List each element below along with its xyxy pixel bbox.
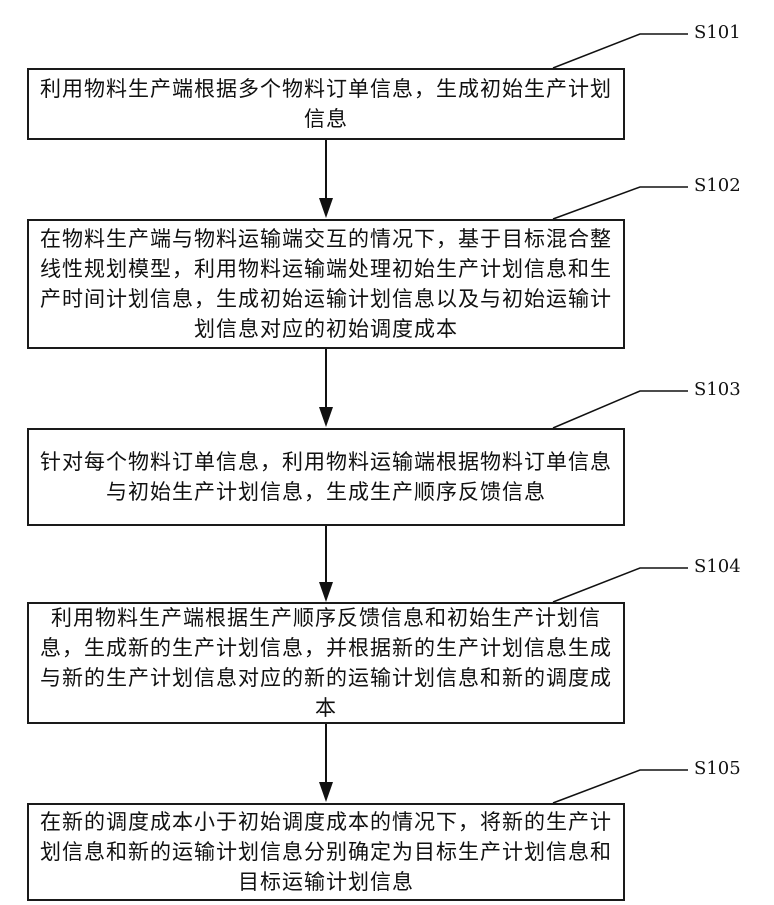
step-box-s105: 在新的调度成本小于初始调度成本的情况下，将新的生产计划信息和新的运输计划信息分别… [27, 803, 625, 901]
arrow-3 [319, 526, 333, 602]
step-label-s103: S103 [694, 379, 741, 400]
step-box-s103: 针对每个物料订单信息，利用物料运输端根据物料订单信息与初始生产计划信息，生成生产… [27, 428, 625, 526]
step-text-s105: 在新的调度成本小于初始调度成本的情况下，将新的生产计划信息和新的运输计划信息分别… [39, 807, 613, 897]
step-label-s102: S102 [694, 175, 741, 196]
step-box-s102: 在物料生产端与物料运输端交互的情况下，基于目标混合整线性规划模型，利用物料运输端… [27, 219, 625, 349]
leader-line-s104 [553, 568, 688, 602]
arrow-1 [319, 140, 333, 218]
leader-line-s103 [553, 391, 688, 428]
leader-line-s102 [553, 187, 688, 219]
step-text-s101: 利用物料生产端根据多个物料订单信息，生成初始生产计划信息 [39, 74, 613, 134]
step-box-s104: 利用物料生产端根据生产顺序反馈信息和初始生产计划信息，生成新的生产计划信息，并根… [27, 602, 625, 724]
step-label-s104: S104 [694, 556, 741, 577]
leader-line-s101 [553, 34, 688, 68]
arrow-4 [319, 724, 333, 802]
leader-line-s105 [553, 770, 688, 803]
step-box-s101: 利用物料生产端根据多个物料订单信息，生成初始生产计划信息 [27, 68, 625, 140]
step-text-s103: 针对每个物料订单信息，利用物料运输端根据物料订单信息与初始生产计划信息，生成生产… [39, 447, 613, 507]
arrow-2 [319, 349, 333, 427]
step-text-s104: 利用物料生产端根据生产顺序反馈信息和初始生产计划信息，生成新的生产计划信息，并根… [39, 603, 613, 723]
step-label-s101: S101 [694, 22, 741, 43]
step-text-s102: 在物料生产端与物料运输端交互的情况下，基于目标混合整线性规划模型，利用物料运输端… [39, 224, 613, 344]
step-label-s105: S105 [694, 758, 741, 779]
